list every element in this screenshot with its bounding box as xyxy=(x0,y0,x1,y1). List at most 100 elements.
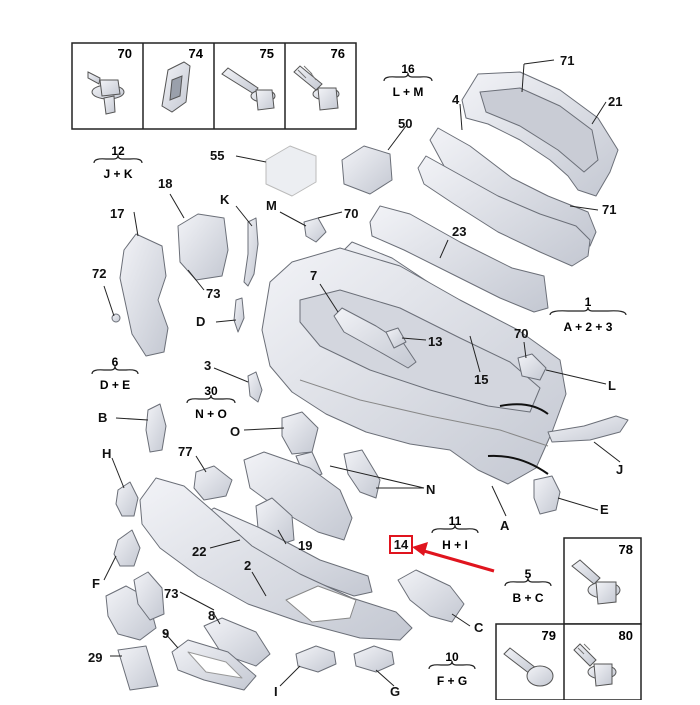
flange-bolt-icon xyxy=(87,71,125,115)
label-N: N xyxy=(426,482,435,497)
kit-group-12: 12 J + K xyxy=(93,144,143,181)
label-70-right: 70 xyxy=(514,326,528,341)
rivet-icon xyxy=(503,647,554,687)
clip-70-mid xyxy=(303,217,327,243)
label-G: G xyxy=(390,684,400,699)
label-K: K xyxy=(220,192,230,207)
kit-group-6: 6 D + E xyxy=(91,355,139,392)
fastener-number-75: 75 xyxy=(260,46,274,61)
fastener-number-78: 78 xyxy=(619,542,633,557)
bracket-c xyxy=(397,569,465,623)
svg-text:5: 5 xyxy=(525,567,532,581)
label-H: H xyxy=(102,446,111,461)
clip-3 xyxy=(247,371,263,403)
label-M: M xyxy=(266,198,277,213)
red-arrow-shaft xyxy=(423,549,495,573)
label-E: E xyxy=(600,502,609,517)
red-arrow-head-icon xyxy=(412,542,428,556)
svg-text:F + G: F + G xyxy=(437,674,467,688)
fastener-number-79: 79 xyxy=(542,628,556,643)
label-9: 9 xyxy=(162,626,169,641)
fastener-box-bottom: 78 79 80 xyxy=(495,537,642,701)
label-29: 29 xyxy=(88,650,102,665)
part-labels: 71 4 21 50 55 71 18 17 K M 70 23 72 73 7… xyxy=(88,53,623,699)
svg-text:10: 10 xyxy=(445,650,459,664)
label-19: 19 xyxy=(298,538,312,553)
fog-cover-small xyxy=(133,571,165,621)
label-70-mid: 70 xyxy=(344,206,358,221)
label-L: L xyxy=(608,378,616,393)
clip-13 xyxy=(385,327,407,349)
label-8: 8 xyxy=(208,608,215,623)
thread-screw-icon xyxy=(293,65,340,111)
clip-l xyxy=(517,353,547,381)
fog-housing-h xyxy=(115,481,139,517)
svg-text:N + O: N + O xyxy=(195,407,227,421)
module-box-faded xyxy=(265,145,317,197)
side-strip-d xyxy=(233,297,245,333)
kit-group-30: 30 N + O xyxy=(186,384,236,421)
stud-screw-icon xyxy=(573,643,617,687)
strip-j xyxy=(547,415,629,443)
label-F: F xyxy=(92,576,100,591)
side-strip-k xyxy=(243,217,259,287)
long-bolt-icon xyxy=(221,67,276,111)
svg-text:1: 1 xyxy=(585,295,592,309)
fastener-number-80: 80 xyxy=(619,628,633,643)
label-73-left: 73 xyxy=(206,286,220,301)
label-7: 7 xyxy=(310,268,317,283)
bracket-77 xyxy=(193,465,233,501)
label-22: 22 xyxy=(192,544,206,559)
label-21: 21 xyxy=(608,94,622,109)
svg-text:A + 2 + 3: A + 2 + 3 xyxy=(564,320,613,334)
bracket-o xyxy=(281,411,319,455)
label-50: 50 xyxy=(398,116,412,131)
label-72: 72 xyxy=(92,266,106,281)
svg-text:16: 16 xyxy=(401,62,415,76)
svg-text:6: 6 xyxy=(112,355,119,369)
label-O: O xyxy=(230,424,240,439)
side-bracket xyxy=(119,233,169,357)
label-17: 17 xyxy=(110,206,124,221)
label-D: D xyxy=(196,314,205,329)
label-3: 3 xyxy=(204,358,211,373)
highlight-box xyxy=(389,535,413,554)
label-71-top: 71 xyxy=(560,53,574,68)
label-55: 55 xyxy=(210,148,224,163)
svg-text:12: 12 xyxy=(111,144,125,158)
leader-lines xyxy=(103,59,621,687)
clip-72 xyxy=(111,313,121,323)
module-box xyxy=(341,145,393,195)
fastener-number-76: 76 xyxy=(331,46,345,61)
fastener-number-74: 74 xyxy=(189,46,204,61)
label-I: I xyxy=(274,684,278,699)
highlight-part-14[interactable]: 14 xyxy=(389,535,495,573)
plate-29 xyxy=(117,645,159,691)
label-18: 18 xyxy=(158,176,172,191)
label-13: 13 xyxy=(428,334,442,349)
clip-bracket-icon xyxy=(161,61,191,113)
label-23: 23 xyxy=(452,224,466,239)
kit-group-10: 10 F + G xyxy=(428,650,476,688)
svg-text:D + E: D + E xyxy=(100,378,130,392)
kit-group-11: 11 H + I xyxy=(431,514,479,552)
label-B: B xyxy=(98,410,107,425)
svg-text:30: 30 xyxy=(204,384,218,398)
part-e xyxy=(533,475,561,515)
svg-text:B + C: B + C xyxy=(512,591,543,605)
svg-text:J + K: J + K xyxy=(103,167,132,181)
fastener-number-70: 70 xyxy=(118,46,132,61)
flange-screw-icon xyxy=(571,559,621,605)
bracket-b xyxy=(145,403,167,453)
svg-text:11: 11 xyxy=(449,514,462,528)
svg-text:L + M: L + M xyxy=(393,85,424,99)
label-J: J xyxy=(616,462,623,477)
reinforcement-beam xyxy=(369,205,549,313)
lower-grille xyxy=(243,451,353,541)
cover-g xyxy=(353,645,395,673)
label-A: A xyxy=(500,518,510,533)
label-73-bottom: 73 xyxy=(164,586,178,601)
fog-housing-f xyxy=(113,529,141,567)
